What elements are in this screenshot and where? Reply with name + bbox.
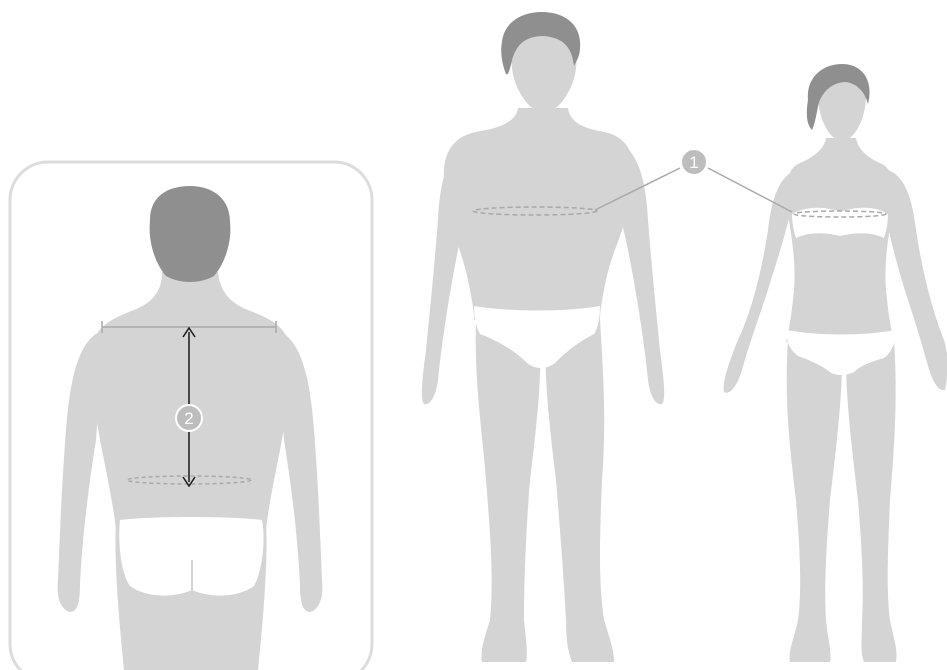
back-head — [150, 186, 231, 282]
marker-1-label: 1 — [689, 153, 698, 172]
back-torso — [93, 272, 290, 530]
male-left-leg — [476, 320, 541, 662]
female-torso — [786, 138, 894, 342]
marker-2: 2 — [176, 405, 202, 431]
male-front-figure — [422, 12, 664, 662]
male-torso — [444, 108, 634, 320]
female-left-leg — [787, 340, 842, 662]
male-right-leg — [546, 320, 614, 662]
female-right-arm — [886, 170, 947, 390]
female-front-figure — [724, 64, 947, 662]
marker-2-label: 2 — [184, 409, 193, 428]
marker-1: 1 — [681, 149, 707, 175]
back-view-panel: 2 — [10, 162, 372, 670]
female-left-arm — [724, 170, 796, 393]
female-right-leg — [846, 340, 897, 662]
